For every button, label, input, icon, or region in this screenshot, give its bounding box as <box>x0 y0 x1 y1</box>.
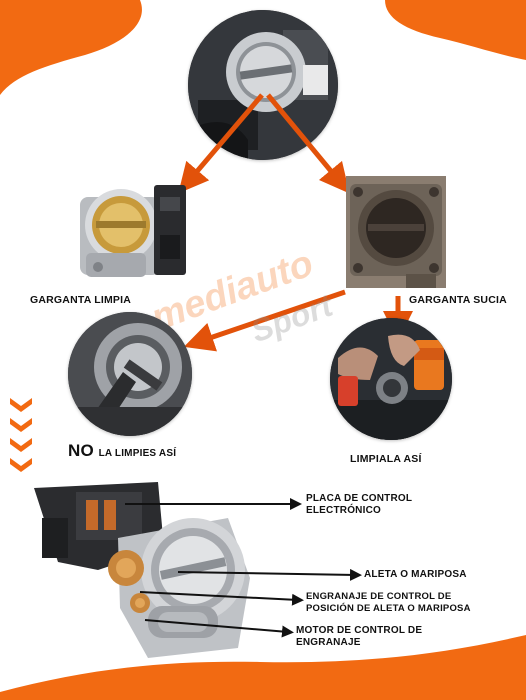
part-label-line: MOTOR DE CONTROL DE <box>296 625 423 636</box>
top-left-orange-shape <box>0 0 142 95</box>
part-label-motor: MOTOR DE CONTROL DE ENGRANAJE <box>296 625 422 649</box>
part-label-position-gear: ENGRANAJE DE CONTROL DE POSICIÓN DE ALET… <box>306 591 471 615</box>
correct-cleaning-photo <box>330 318 452 440</box>
engine-throttle-photo <box>188 10 338 160</box>
top-right-orange-shape <box>385 0 526 60</box>
pointer-motor <box>144 619 294 638</box>
pointer-position-gear <box>139 591 304 606</box>
clean-throttle-photo <box>66 175 198 287</box>
arrow-to-clean <box>178 93 264 194</box>
pointer-butterfly <box>177 568 362 581</box>
clean-throat-label: GARGANTA LIMPIA <box>30 294 131 306</box>
chevron-down-stack-icon <box>10 398 32 472</box>
part-label-butterfly: ALETA O MARIPOSA <box>364 569 467 581</box>
throttle-body-diagram <box>28 478 268 668</box>
dont-clean-rest: LA LIMPIES ASÍ <box>98 448 177 459</box>
part-label-line: ALETA O MARIPOSA <box>364 569 467 580</box>
arrow-to-dirty <box>266 93 350 194</box>
part-label-line: ELECTRÓNICO <box>306 505 381 516</box>
arrow-to-wrong-method <box>183 289 346 352</box>
part-label-line: ENGRANAJE <box>296 637 361 648</box>
part-label-line: POSICIÓN DE ALETA O MARIPOSA <box>306 603 471 614</box>
no-word: NO <box>68 441 94 460</box>
part-label-control-plate: PLACA DE CONTROL ELECTRÓNICO <box>306 493 412 517</box>
part-label-line: PLACA DE CONTROL <box>306 493 413 504</box>
dirty-throttle-photo <box>346 176 446 288</box>
part-label-line: ENGRANAJE DE CONTROL DE <box>306 591 452 602</box>
bottom-orange-wave <box>0 635 526 700</box>
dont-clean-label: NO LA LIMPIES ASÍ <box>68 441 176 461</box>
dirty-throat-label: GARGANTA SUCIA <box>409 294 507 306</box>
clean-like-this-label: LIMPIALA ASÍ <box>350 453 422 465</box>
